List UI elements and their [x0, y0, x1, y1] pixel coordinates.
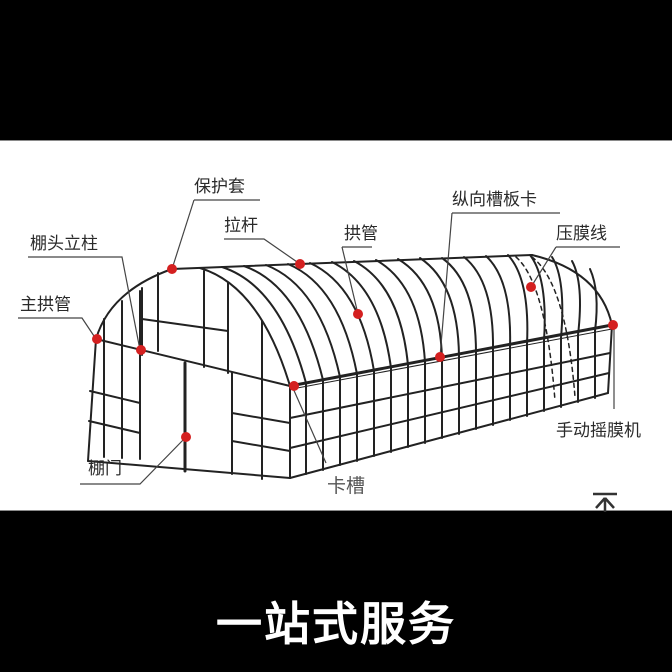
- marker-film-press-line: [526, 282, 536, 292]
- label-film-press-line: 压膜线: [556, 224, 607, 244]
- marker-tie-rod: [295, 259, 305, 269]
- marker-end-column: [136, 345, 146, 355]
- marker-main-arch-pipe: [92, 334, 102, 344]
- greenhouse-diagram: [18, 199, 620, 485]
- marker-door: [181, 432, 191, 442]
- marker-clip-groove: [289, 381, 299, 391]
- label-clip-groove: 卡槽: [327, 475, 366, 497]
- scroll-to-top-icon[interactable]: [590, 489, 620, 512]
- label-manual-film-roller: 手动摇膜机: [556, 421, 641, 441]
- marker-longitudinal-clip: [435, 352, 445, 362]
- label-tie-rod: 拉杆: [224, 216, 258, 236]
- label-main-arch-pipe: 主拱管: [20, 295, 71, 315]
- label-arch-pipe: 拱管: [344, 224, 378, 244]
- caption-text: 一站式服务: [216, 597, 456, 651]
- marker-manual-film-roller: [608, 320, 618, 330]
- label-protective-sleeve: 保护套: [194, 177, 245, 197]
- marker-arch-pipe: [353, 309, 363, 319]
- label-end-column: 棚头立柱: [30, 234, 98, 254]
- diagram-panel: 保护套 拉杆 棚头立柱 主拱管 拱管 纵向槽板卡 压膜线 手动摇膜机 棚门 卡槽: [0, 140, 672, 512]
- marker-protective-sleeve: [167, 264, 177, 274]
- label-longitudinal-clip: 纵向槽板卡: [452, 190, 537, 210]
- label-door: 棚门: [88, 459, 122, 479]
